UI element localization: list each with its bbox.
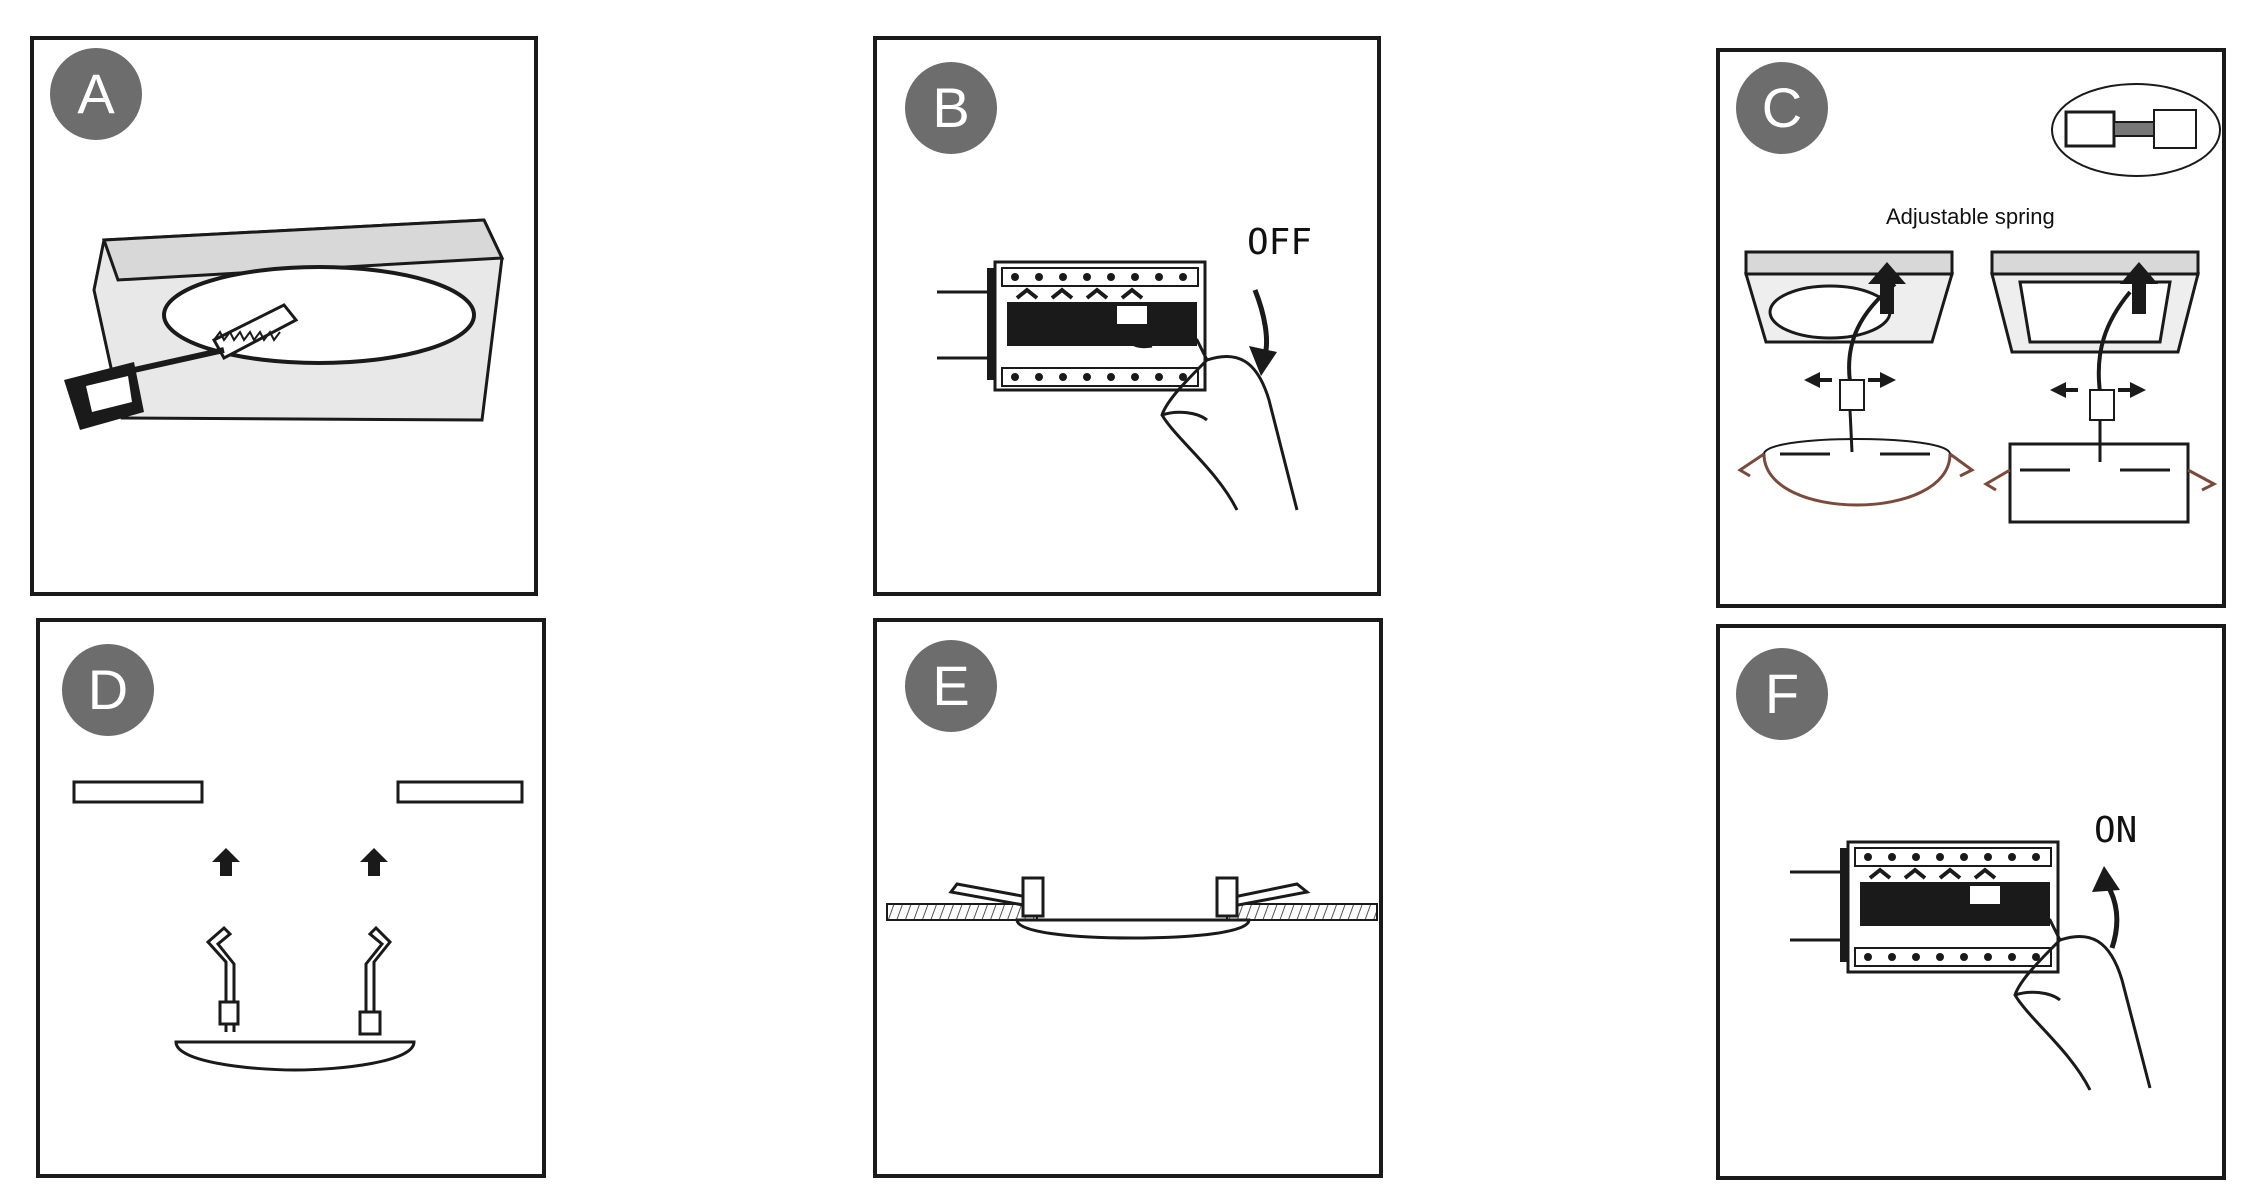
step-e-panel: E — [873, 618, 1383, 1178]
ceiling-cut-diagram — [64, 218, 505, 430]
ceiling-icon — [1743, 250, 2200, 354]
spring-clip-icon — [1737, 438, 2218, 524]
step-a-panel: A — [30, 36, 538, 596]
spring-clip-icon — [948, 876, 1311, 918]
step-c-badge: C — [1736, 62, 1828, 154]
step-f-panel: F ON — [1716, 624, 2226, 1180]
step-b-panel: B OFF — [873, 36, 1381, 596]
step-c-panel: C — [1716, 48, 2226, 608]
step-d-panel: D — [36, 618, 546, 1178]
breaker-off-diagram — [937, 260, 1299, 511]
off-label: OFF — [1247, 222, 1313, 263]
insert-springs-diagram — [72, 780, 524, 1072]
arrow-icon — [1804, 372, 2146, 398]
on-label: ON — [2094, 810, 2138, 851]
ceiling-board-right — [1226, 903, 1378, 921]
mounted-light-diagram — [886, 876, 1378, 940]
spring-wiring-diagram — [1737, 83, 2221, 524]
ceiling-edge-left — [72, 780, 204, 804]
cut-hole-ellipse — [162, 265, 476, 365]
arrow-icon — [212, 848, 388, 876]
breaker-icon — [1790, 840, 2060, 974]
hand-icon — [1126, 331, 1299, 511]
light-panel-shape — [1015, 918, 1251, 940]
breaker-icon — [937, 260, 1207, 392]
light-panel-shape — [174, 1040, 416, 1072]
ceiling-board-left — [886, 903, 1038, 921]
ceiling-edge-right — [396, 780, 524, 804]
breaker-on-diagram — [1790, 840, 2152, 1091]
step-e-badge: E — [905, 640, 997, 732]
hand-icon — [1979, 910, 2152, 1091]
arrow-icon — [2092, 866, 2120, 949]
saw-icon — [64, 303, 299, 430]
connector-detail-icon — [2051, 83, 2221, 177]
step-b-badge: B — [905, 62, 997, 154]
spring-clip-icon — [205, 925, 393, 1036]
adjustable-spring-label: Adjustable spring — [1886, 204, 2055, 229]
step-a-badge: A — [50, 48, 142, 140]
arrow-icon — [1249, 289, 1277, 376]
step-f-badge: F — [1736, 648, 1828, 740]
step-d-badge: D — [62, 644, 154, 736]
